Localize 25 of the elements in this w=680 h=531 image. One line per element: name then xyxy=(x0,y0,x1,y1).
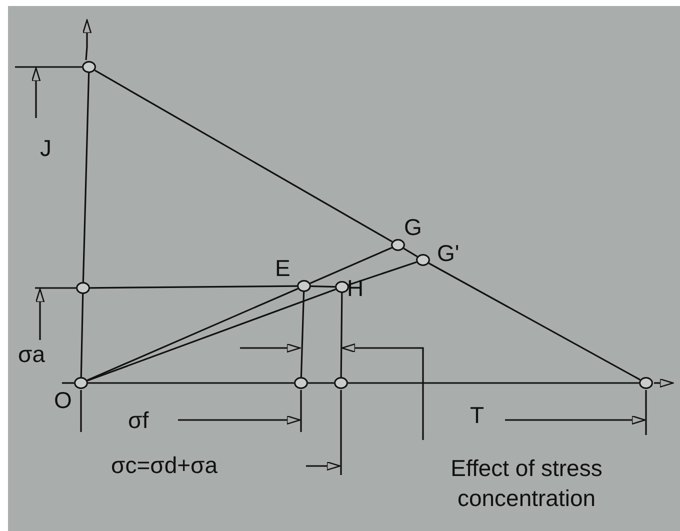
construction-line xyxy=(308,382,334,384)
dimension-label: J xyxy=(40,136,52,161)
construction-line xyxy=(348,382,639,384)
construction-line xyxy=(86,288,298,382)
construction-line xyxy=(88,382,294,384)
dimension-label: σc=σd+σa xyxy=(111,453,218,478)
construction-line xyxy=(94,70,393,242)
point-label: G' xyxy=(437,241,460,265)
annotation-text: Effect of stress concentration xyxy=(450,454,604,513)
construction-line xyxy=(82,72,90,282)
construction-line xyxy=(90,285,297,289)
construction-line xyxy=(80,294,84,378)
point-label: G xyxy=(404,215,422,239)
dimension-label: T xyxy=(470,403,484,428)
point-label: O xyxy=(54,388,72,412)
dimension-label: σa xyxy=(18,342,45,367)
construction-line xyxy=(310,285,336,288)
dimension-label: σf xyxy=(128,408,149,433)
point-label: E xyxy=(275,256,290,280)
construction-line xyxy=(403,248,418,258)
construction-line xyxy=(340,292,343,377)
construction-line xyxy=(300,292,305,378)
construction-line xyxy=(310,246,392,284)
construction-line xyxy=(87,288,336,382)
construction-line xyxy=(428,262,640,380)
